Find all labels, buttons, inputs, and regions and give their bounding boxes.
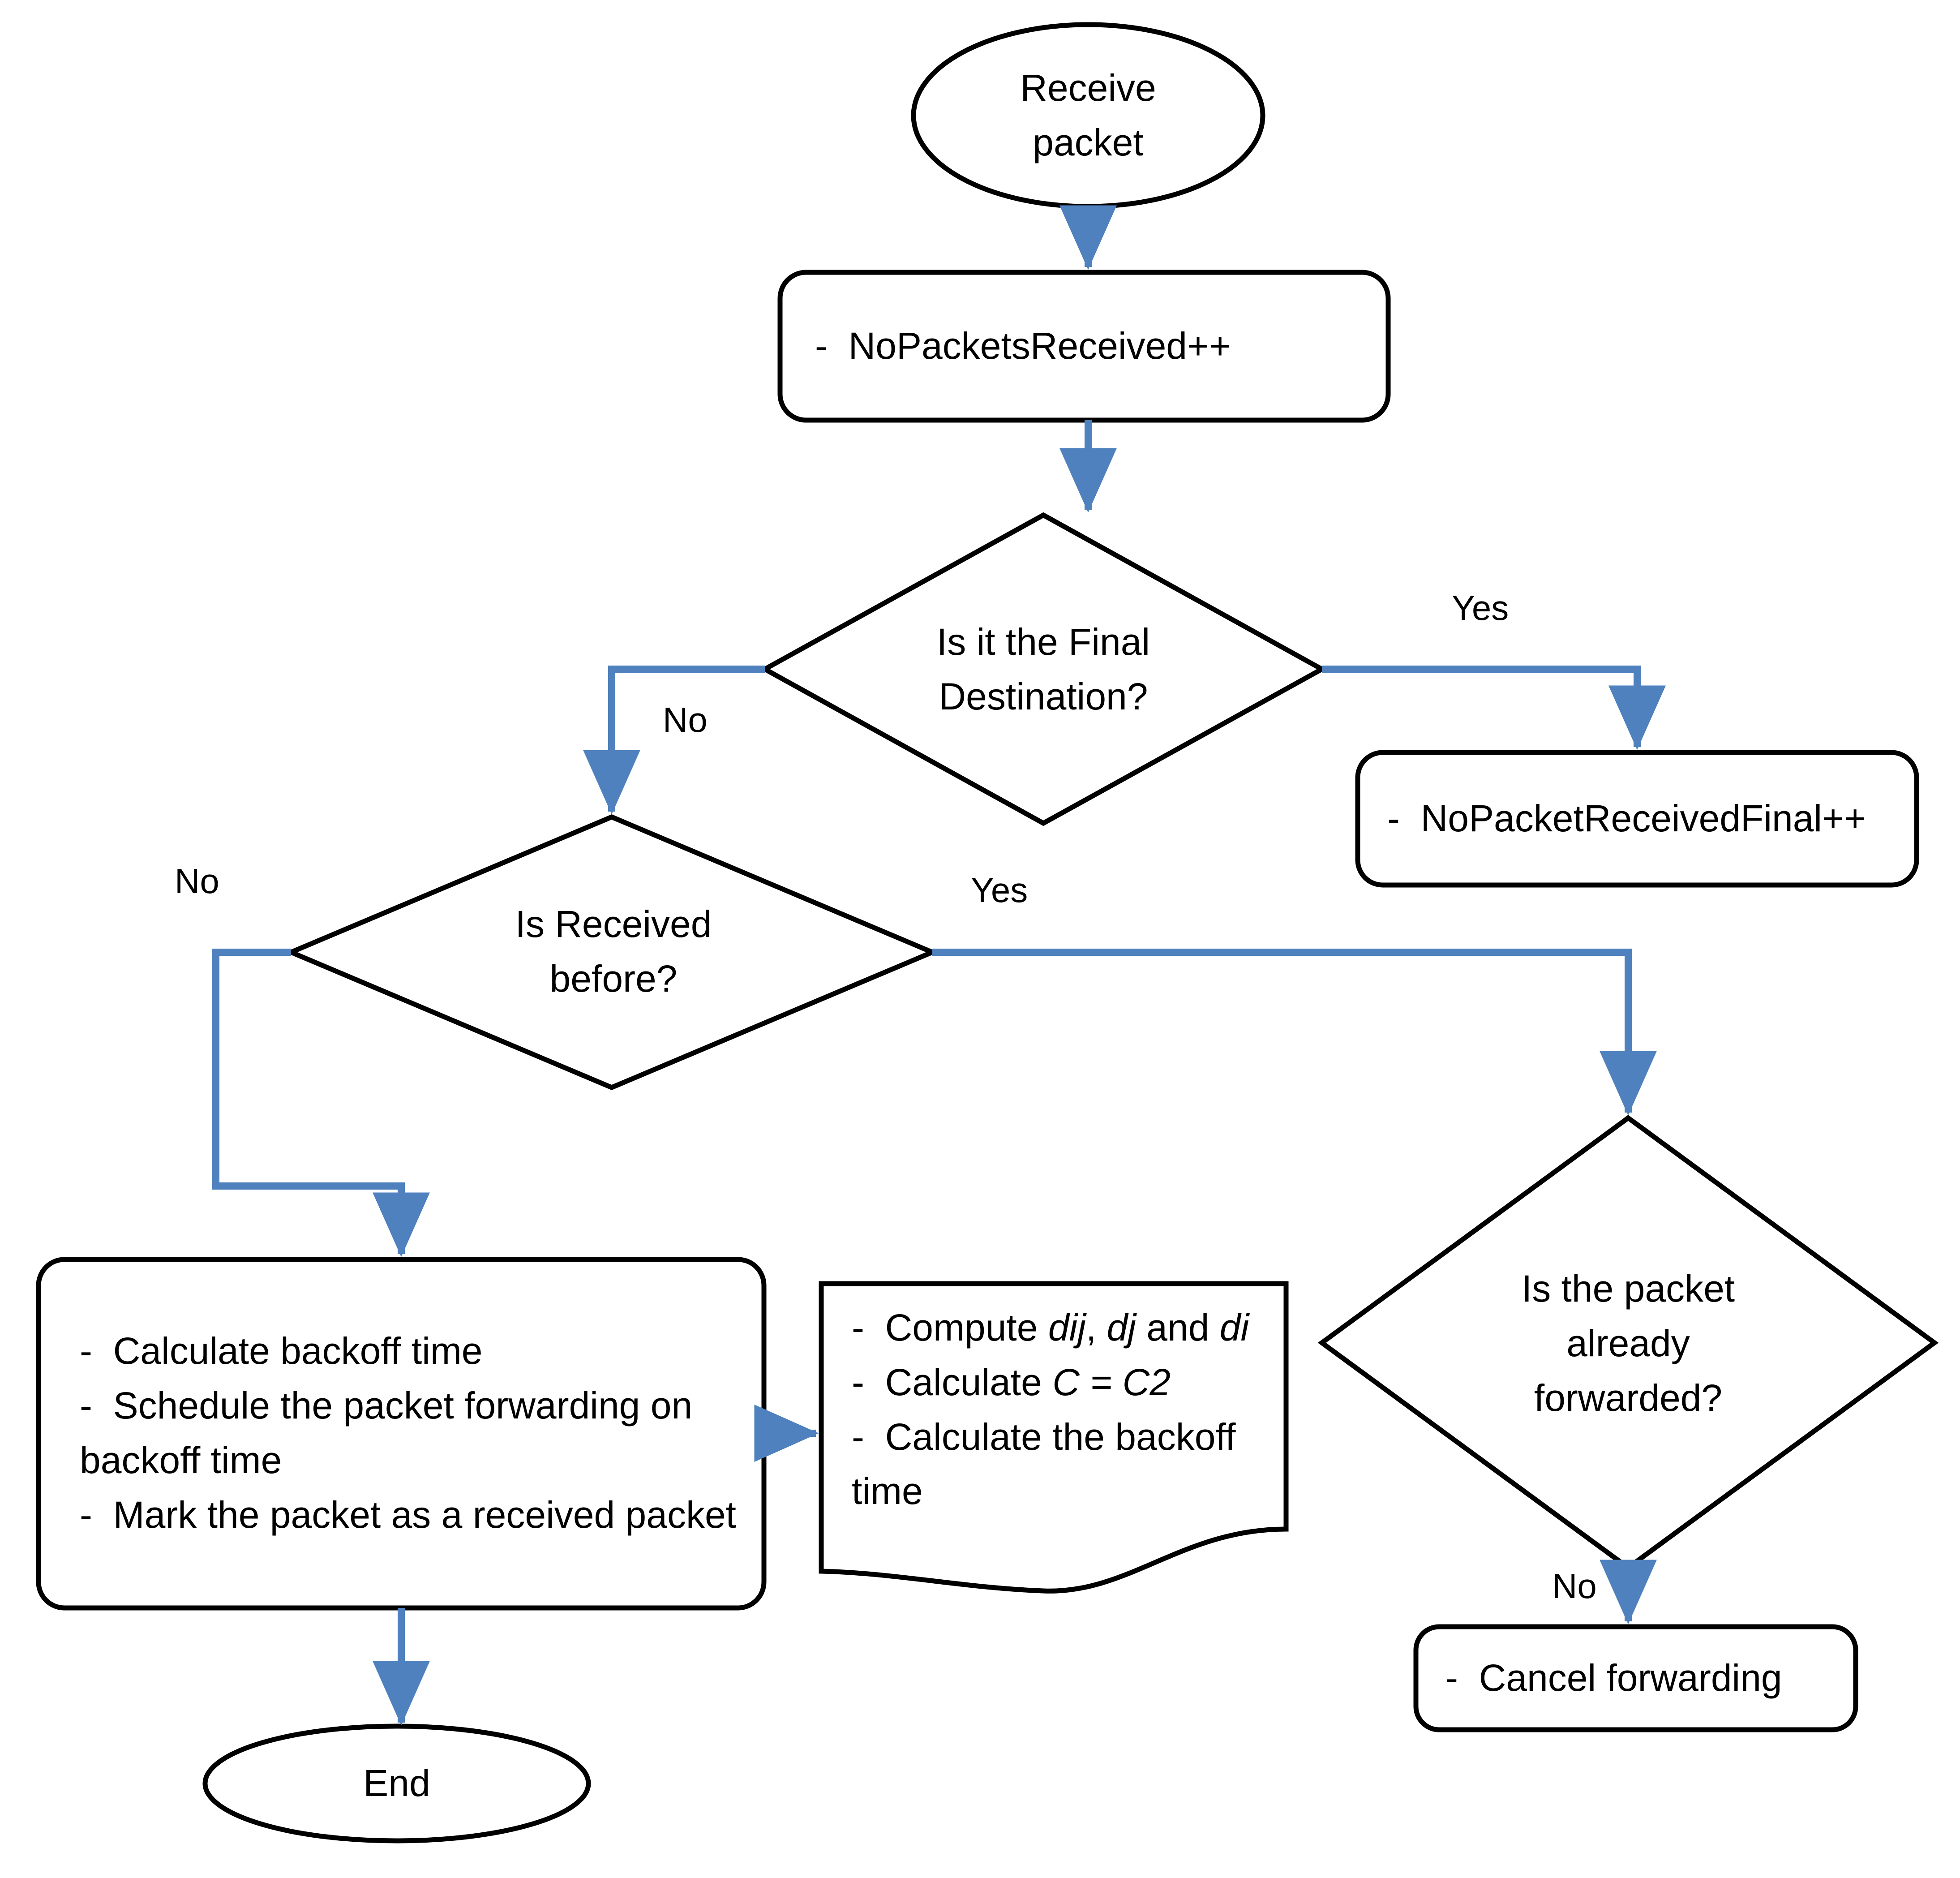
edge-label-already-forwarded-no: No: [1552, 1566, 1597, 1606]
node-start-shape[interactable]: [911, 22, 1265, 209]
edge-label-received-before-no: No: [175, 861, 219, 901]
node-is-already-forwarded-shape[interactable]: [1317, 1115, 1939, 1571]
node-is-received-before-shape[interactable]: [284, 814, 939, 1090]
edge-is-final-destination-no-to-is-received-before: [583, 666, 765, 815]
node-count-received-shape[interactable]: [777, 270, 1391, 423]
edge-label-received-before-yes: Yes: [971, 870, 1028, 910]
node-end-shape[interactable]: [202, 1723, 591, 1844]
edge-is-received-before-yes-to-is-already-forwarded: [932, 949, 1657, 1116]
node-compute-doc-shape[interactable]: [819, 1281, 1289, 1594]
node-cancel-forwarding-shape[interactable]: [1413, 1624, 1858, 1732]
node-backoff-actions-shape[interactable]: [36, 1257, 767, 1611]
node-is-final-destination-shape[interactable]: [759, 512, 1327, 826]
node-count-final-shape[interactable]: [1355, 750, 1919, 888]
edge-is-final-destination-yes-to-count-final: [1322, 666, 1666, 750]
edge-is-received-before-no-to-backoff-actions: [212, 949, 430, 1257]
edge-label-final-destination-yes: Yes: [1452, 588, 1509, 627]
edge-label-final-destination-no: No: [663, 700, 708, 739]
